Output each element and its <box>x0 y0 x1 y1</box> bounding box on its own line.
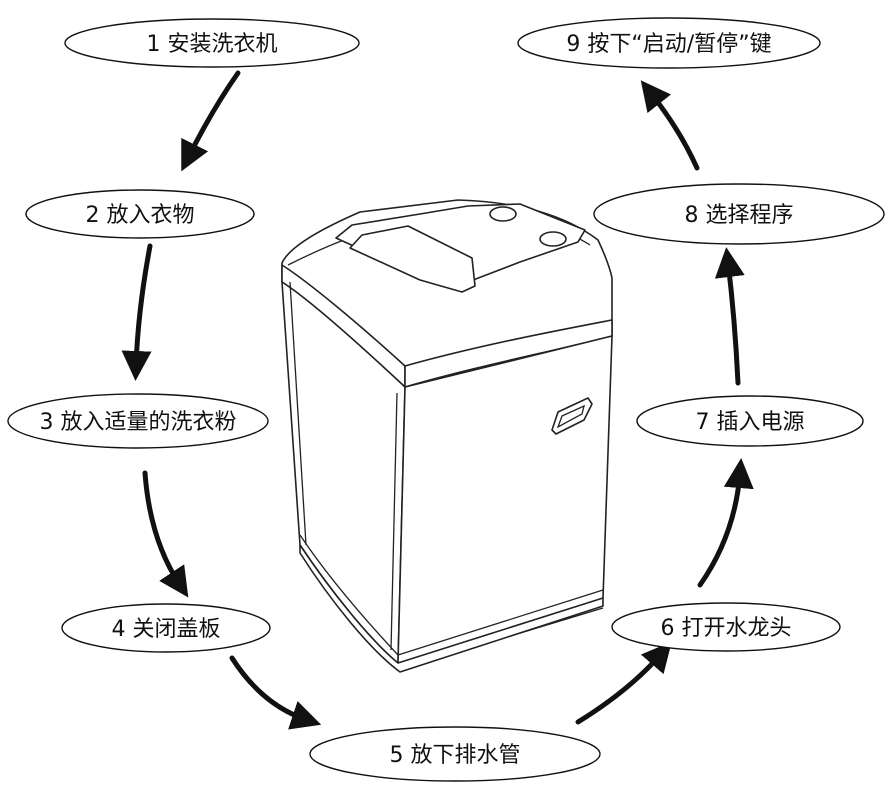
step-6: 6 打开水龙头 <box>611 602 841 652</box>
step-6-oval <box>611 602 841 652</box>
step-9-oval <box>517 17 821 69</box>
step-7-oval <box>636 395 864 447</box>
step-9: 9 按下“启动/暂停”键 <box>517 17 821 69</box>
step-4: 4 关闭盖板 <box>61 603 271 653</box>
step-4-label: 4 关闭盖板 <box>112 617 221 642</box>
step-3: 3 放入适量的洗衣粉 <box>7 393 269 449</box>
step-8: 8 选择程序 <box>593 183 885 245</box>
arrow-6-to-7 <box>697 458 754 588</box>
step-1-oval <box>64 18 360 68</box>
arrow-7-to-8 <box>714 247 745 386</box>
arrow-2-to-3 <box>121 243 153 381</box>
step-3-oval <box>7 393 269 449</box>
step-8-oval <box>593 183 885 245</box>
step-4-oval <box>61 603 271 653</box>
step-5-oval <box>309 726 601 782</box>
arrow-1-to-2 <box>181 70 241 172</box>
step-7: 7 插入电源 <box>636 395 864 447</box>
flow-arrows <box>121 70 754 730</box>
step-2-oval <box>25 189 255 239</box>
step-2: 2 放入衣物 <box>25 189 255 239</box>
step-2-label: 2 放入衣物 <box>86 203 195 228</box>
step-8-label: 8 选择程序 <box>685 203 794 228</box>
step-1: 1 安装洗衣机 <box>64 18 360 68</box>
step-1-label: 1 安装洗衣机 <box>147 32 278 57</box>
arrow-3-to-4 <box>142 470 189 598</box>
washing-machine-illustration <box>281 199 613 673</box>
step-3-label: 3 放入适量的洗衣粉 <box>40 410 237 435</box>
step-9-label: 9 按下“启动/暂停”键 <box>566 32 771 57</box>
arrow-5-to-6 <box>575 641 672 725</box>
step-6-label: 6 打开水龙头 <box>661 616 792 641</box>
step-7-label: 7 插入电源 <box>696 410 805 435</box>
arrow-4-to-5 <box>229 655 322 730</box>
step-5-label: 5 放下排水管 <box>390 743 521 768</box>
arrow-8-to-9 <box>640 80 700 171</box>
step-5: 5 放下排水管 <box>309 726 601 782</box>
